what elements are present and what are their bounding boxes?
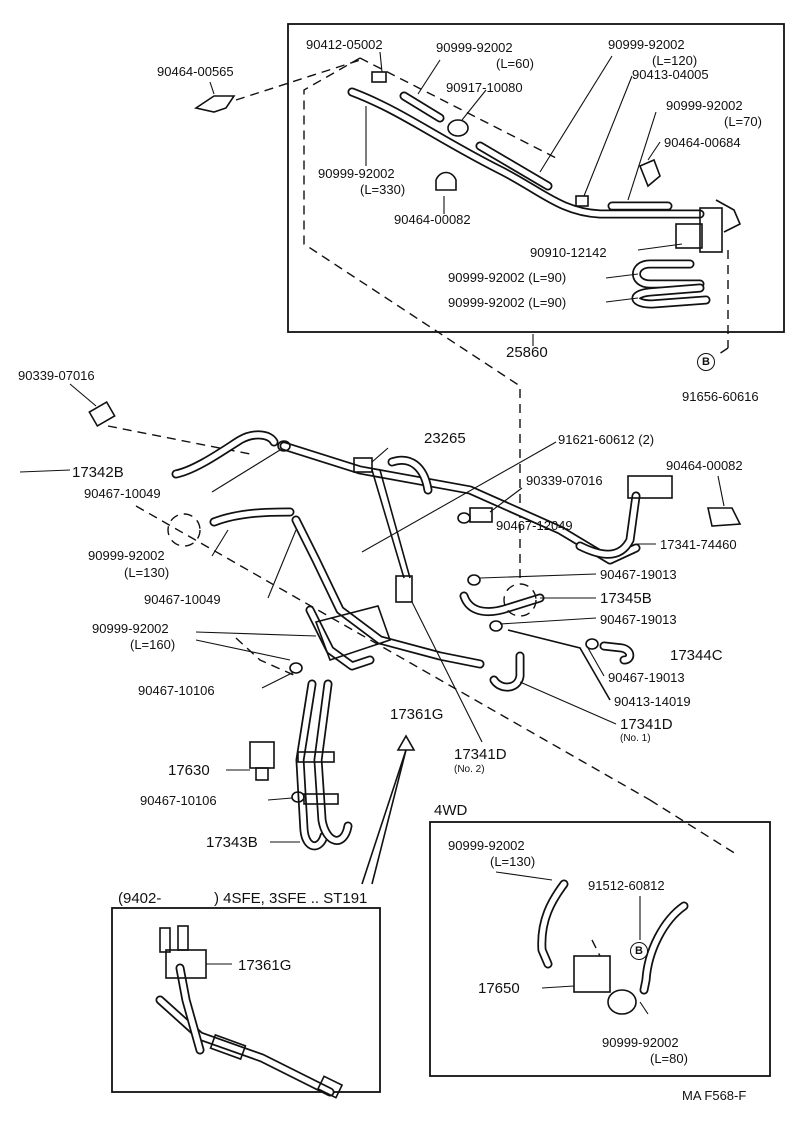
label-90467-10049-a: 90467-10049 [84, 486, 161, 501]
label-90999-92002-l90-a: 90999-92002 (L=90) [448, 270, 567, 285]
label-90467-19013-b: 90467-19013 [600, 612, 677, 627]
label-91656-60616: 91656-60616 [682, 389, 759, 404]
clip-90464-00684 [638, 158, 661, 188]
assembly-dash-outline [303, 57, 521, 580]
pipe-bracket [314, 605, 392, 662]
label-l130-4wd: (L=130) [490, 854, 536, 869]
label-l120: (L=120) [652, 53, 698, 68]
fitting-23265 [353, 457, 373, 473]
label-90999-92002-l160: 90999-92002 [92, 621, 169, 636]
label-91621-60612: 91621-60612 (2) [558, 432, 655, 447]
label-90467-19013-c: 90467-19013 [608, 670, 685, 685]
check-valve [447, 119, 469, 137]
diagram-code: MA F568-F [682, 1088, 747, 1103]
assembly-dash-top [359, 57, 561, 161]
label-90999-92002-l70: 90999-92002 [666, 98, 743, 113]
label-25860: 25860 [506, 344, 548, 361]
pipe-90413-14019 [507, 629, 611, 701]
label-90464-00565: 90464-00565 [157, 64, 234, 79]
hose-4wd-l80 [639, 901, 689, 995]
inset-box-9402 [111, 907, 381, 1093]
label-90999-92002-l330: 90999-92002 [318, 166, 395, 181]
inset-title-right: ) 4SFE, 3SFE .. ST191 [214, 890, 368, 907]
label-17343b: 17343B [206, 834, 258, 851]
vsv-bracket [715, 199, 742, 233]
union-fitting [371, 71, 387, 83]
label-17341d-no2: 17341D [454, 746, 507, 763]
label-90412-05002: 90412-05002 [306, 37, 383, 52]
clip-90464-00565 [193, 95, 236, 113]
label-90467-10106-b: 90467-10106 [140, 793, 217, 808]
label-l160: (L=160) [130, 637, 176, 652]
vsv-17341-74460 [627, 475, 673, 499]
label-90464-00082-top: 90464-00082 [394, 212, 471, 227]
4wd-box [429, 821, 771, 1077]
label-91512-60812: 91512-60812 [588, 878, 665, 893]
callout-b-top: B [697, 353, 715, 371]
label-17650: 17650 [478, 980, 520, 997]
arrow-head [396, 734, 416, 751]
leader [379, 51, 383, 73]
label-90464-00082-right: 90464-00082 [666, 458, 743, 473]
label-90999-92002-l130: 90999-92002 [88, 548, 165, 563]
label-90917-10080: 90917-10080 [446, 80, 523, 95]
label-90999-92002-4wd-l130: 90999-92002 [448, 838, 525, 853]
label-90910-12142: 90910-12142 [530, 245, 607, 260]
label-17344c: 17344C [670, 647, 723, 664]
dash-ref-circle [167, 513, 201, 547]
label-90467-19013-a: 90467-19013 [600, 567, 677, 582]
label-l70: (L=70) [724, 114, 762, 129]
label-17361g-inset: 17361G [238, 957, 292, 974]
label-17341-74460: 17341-74460 [660, 537, 737, 552]
label-17361g: 17361G [390, 706, 444, 723]
vsv-coil [699, 207, 723, 253]
vsv-body [675, 223, 703, 249]
label-17630: 17630 [168, 762, 210, 779]
label-17345b: 17345B [600, 590, 652, 607]
pipe-coupler [395, 575, 413, 603]
vacuum-switch-assembly-box [287, 23, 785, 333]
label-l130: (L=130) [124, 565, 170, 580]
joint-fitting [575, 195, 589, 207]
cap-90339-07016-mid [469, 507, 493, 523]
label-4wd: 4WD [434, 802, 468, 819]
label-90999-92002-l90-b: 90999-92002 (L=90) [448, 295, 567, 310]
label-l60: (L=60) [496, 56, 534, 71]
clip-90464-00082-right [707, 507, 742, 527]
cap-90339-07016 [88, 400, 116, 428]
label-90464-00684: 90464-00684 [664, 135, 741, 150]
clip-90464-00082 [435, 171, 457, 191]
label-90999-92002-l120: 90999-92002 [608, 37, 685, 52]
label-90999-92002-l60: 90999-92002 [436, 40, 513, 55]
label-23265: 23265 [424, 430, 466, 447]
label-l80: (L=80) [650, 1051, 688, 1066]
label-17342b: 17342B [72, 464, 124, 481]
label-90339-07016-left: 90339-07016 [18, 368, 95, 383]
label-90413-04005: 90413-04005 [632, 67, 709, 82]
callout-b-4wd: B [630, 942, 648, 960]
vsv-17630 [249, 741, 275, 769]
label-no1: (No. 1) [620, 733, 651, 744]
label-90413-14019: 90413-14019 [614, 694, 691, 709]
label-90467-10106-a: 90467-10106 [138, 683, 215, 698]
inset-bracket [165, 949, 207, 979]
label-90339-07016-mid: 90339-07016 [526, 473, 603, 488]
label-90467-10049-b: 90467-10049 [144, 592, 221, 607]
label-90999-92002-l80: 90999-92002 [602, 1035, 679, 1050]
vsv-17650-coil [607, 989, 637, 1015]
label-17341d-no1: 17341D [620, 716, 673, 733]
label-no2: (No. 2) [454, 764, 485, 775]
label-l330: (L=330) [360, 182, 406, 197]
vsv-17650 [573, 955, 611, 993]
inset-title-left: (9402- [118, 890, 162, 907]
label-90467-12049: 90467-12049 [496, 518, 573, 533]
